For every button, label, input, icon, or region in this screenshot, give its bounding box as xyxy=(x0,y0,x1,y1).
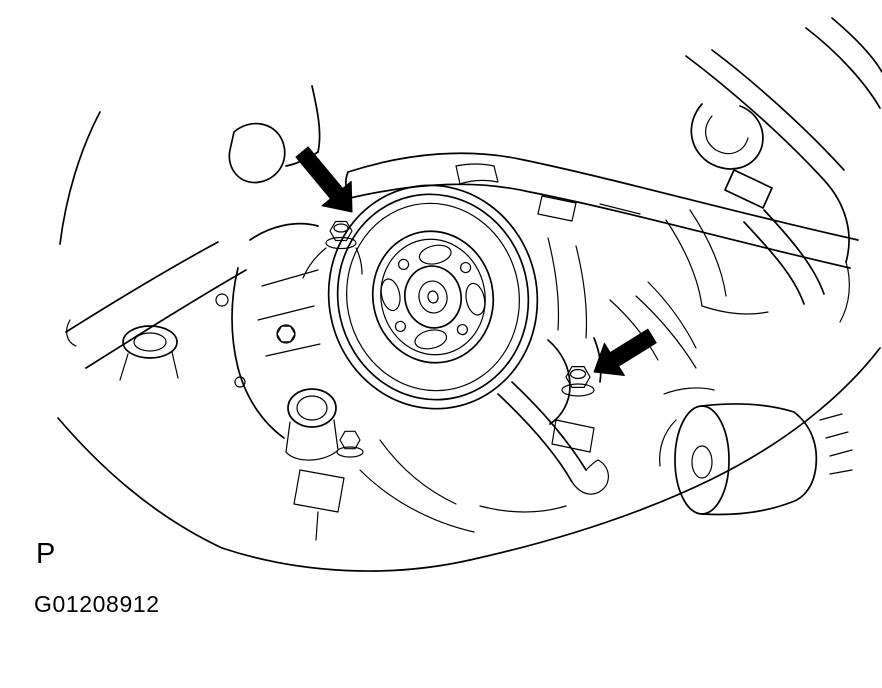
bodywork-contours xyxy=(57,85,321,549)
figure-code: G01208912 xyxy=(34,591,160,617)
pulley xyxy=(327,184,539,410)
bolt-right xyxy=(561,366,595,397)
pump-assembly xyxy=(65,222,567,541)
bolt-top xyxy=(302,220,363,279)
hoses xyxy=(635,17,882,369)
cylinder-component xyxy=(659,387,853,516)
figure-part-label: P xyxy=(36,538,56,570)
bottom-contours xyxy=(221,347,881,572)
callout-arrow-top xyxy=(295,146,353,213)
drive-belt xyxy=(497,381,609,495)
callout-arrow-right xyxy=(593,328,657,376)
